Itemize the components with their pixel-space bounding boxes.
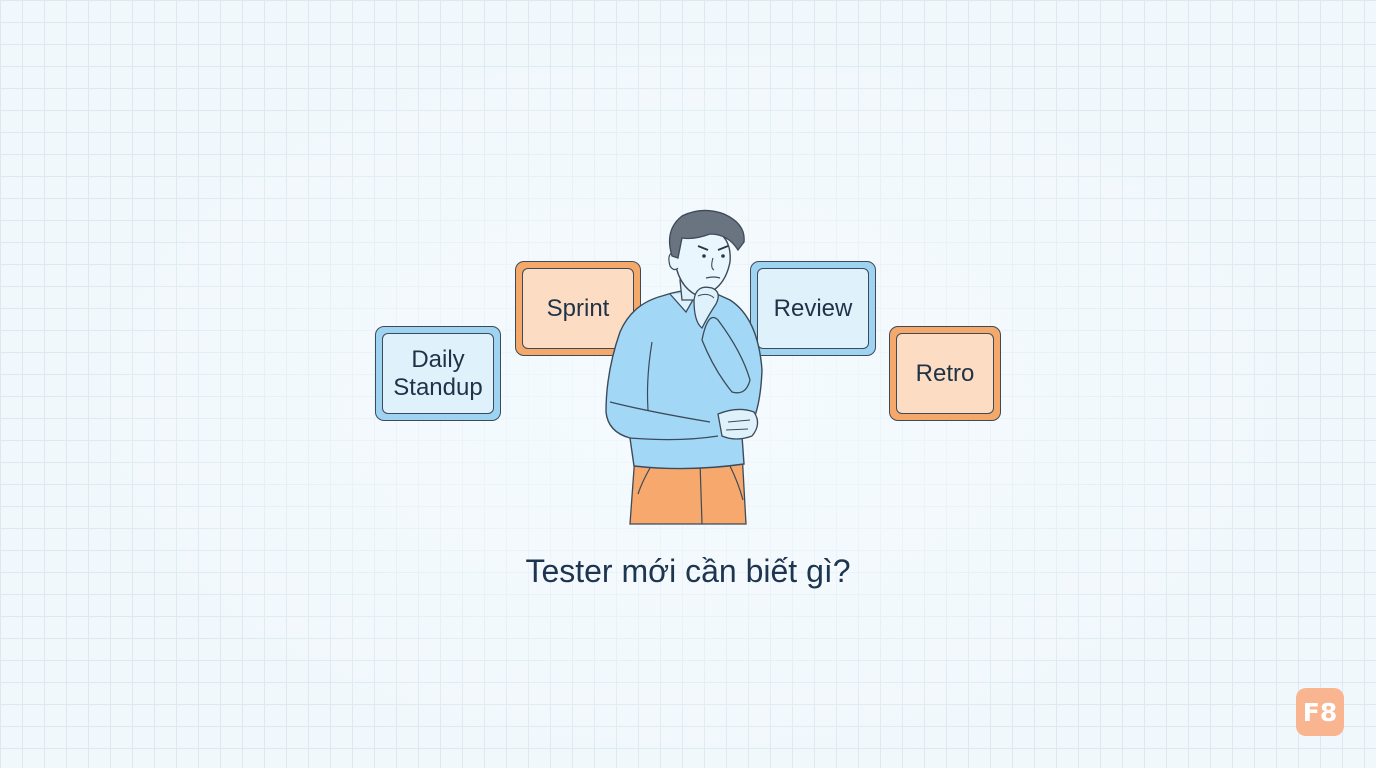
hair xyxy=(668,209,745,259)
card-review-label: Review xyxy=(757,268,869,349)
card-sprint: Sprint xyxy=(515,261,641,356)
page-caption: Tester mới cần biết gì? xyxy=(525,553,851,589)
card-sprint-label: Sprint xyxy=(522,268,634,349)
card-retro-label: Retro xyxy=(896,333,994,414)
card-daily-standup-label: Daily Standup xyxy=(382,333,494,414)
f8-logo: F8 xyxy=(1296,688,1344,736)
card-retro: Retro xyxy=(889,326,1001,421)
card-review: Review xyxy=(750,261,876,356)
thinking-person-illustration xyxy=(605,209,763,525)
card-daily-standup: Daily Standup xyxy=(375,326,501,421)
